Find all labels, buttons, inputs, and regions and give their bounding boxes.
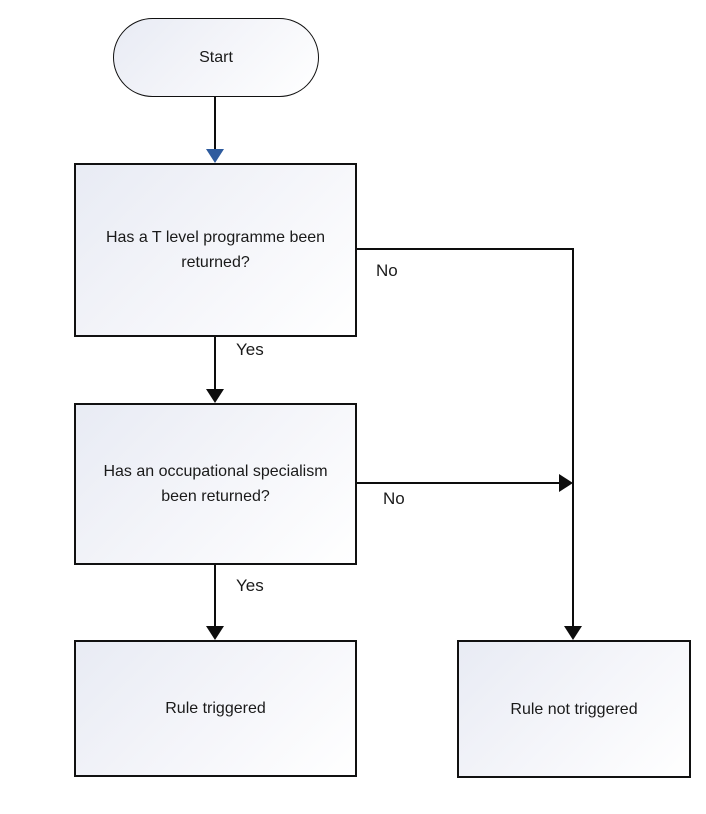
arrowhead-q2-no (559, 474, 573, 492)
connector-q1-yes (214, 337, 216, 389)
node-rule-not-triggered: Rule not triggered (457, 640, 691, 778)
node-start: Start (113, 18, 319, 97)
node-start-label: Start (199, 49, 233, 66)
node-rule-triggered-label: Rule triggered (165, 700, 266, 717)
arrowhead-q1-yes (206, 389, 224, 403)
connector-q1-no-vertical (572, 248, 574, 626)
edge-label-q2-no: No (383, 489, 405, 508)
connector-q2-yes (214, 565, 216, 626)
edge-label-q2-yes: Yes (236, 576, 264, 595)
connector-q1-no-horizontal (357, 248, 574, 250)
node-question-tlevel: Has a T level programme been returned? (74, 163, 357, 337)
arrowhead-q2-yes (206, 626, 224, 640)
arrowhead-no-to-rule-not-triggered (564, 626, 582, 640)
edge-label-q1-yes: Yes (236, 340, 264, 359)
node-rule-not-triggered-label: Rule not triggered (510, 700, 638, 718)
node-question-specialism: Has an occupational specialism been retu… (74, 403, 357, 565)
edge-label-q1-no: No (376, 261, 398, 280)
arrowhead-start-to-q1 (206, 149, 224, 163)
connector-q2-no-horizontal (357, 482, 560, 484)
node-question-tlevel-label: Has a T level programme been returned? (105, 229, 326, 271)
node-question-specialism-label: Has an occupational specialism been retu… (103, 463, 328, 505)
node-rule-triggered: Rule triggered (74, 640, 357, 777)
connector-start-to-q1 (214, 97, 216, 150)
